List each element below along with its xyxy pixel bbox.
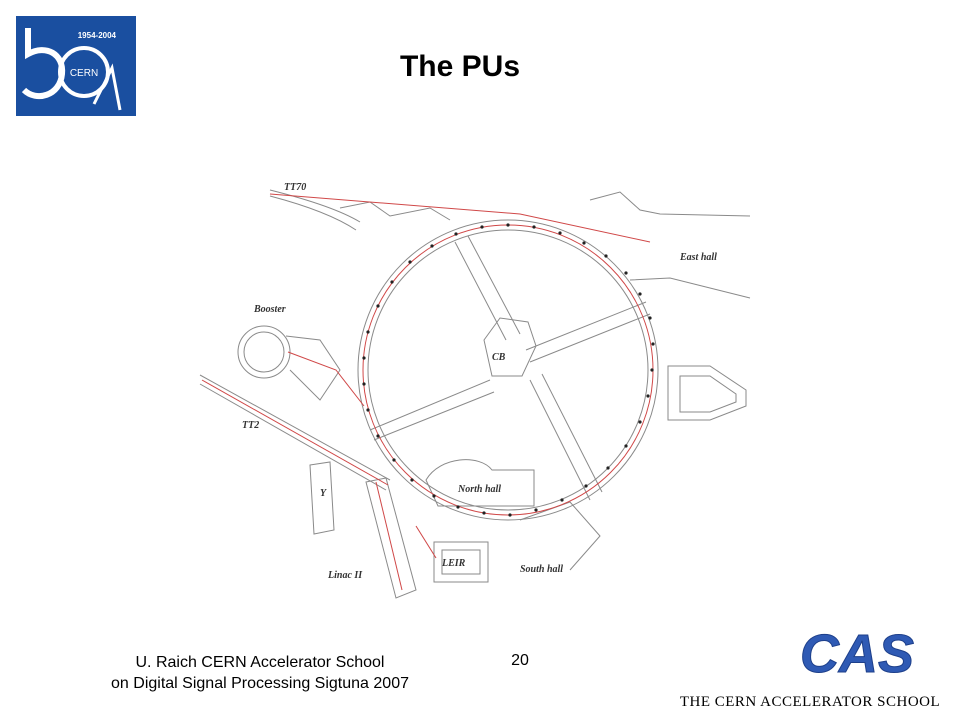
pu-marker — [410, 478, 414, 482]
pu-marker — [376, 434, 380, 438]
pu-marker — [560, 498, 564, 502]
ps-ring-outer — [357, 219, 659, 521]
footer-author: U. Raich CERN Accelerator School on Digi… — [70, 652, 450, 694]
cb-building — [483, 317, 537, 377]
pu-marker — [506, 223, 510, 227]
cross-wall-se-2 — [541, 373, 603, 493]
pu-marker — [480, 225, 484, 229]
tt2-beam — [201, 379, 389, 486]
pu-marker — [624, 271, 628, 275]
ps-beam-orbit — [362, 224, 654, 516]
pu-marker — [362, 382, 366, 386]
pu-marker — [376, 304, 380, 308]
ps-ring-inner — [367, 229, 649, 511]
pu-marker — [362, 356, 366, 360]
pu-marker — [558, 231, 562, 235]
label-tt2: TT2 — [242, 420, 259, 431]
tt2-line-a — [199, 374, 391, 481]
booster-ring-inner — [243, 331, 285, 373]
pu-marker — [430, 244, 434, 248]
cross-wall-nw-2 — [467, 235, 521, 335]
east-hall-top — [589, 191, 751, 217]
north-hall-building — [425, 459, 535, 507]
linac-beam — [375, 481, 403, 591]
pu-marker — [646, 394, 650, 398]
logo-cern-text: CERN — [70, 68, 98, 79]
logo-background — [16, 16, 136, 116]
cross-wall-sw — [369, 379, 491, 431]
booster-ring-outer — [237, 325, 291, 379]
label-south-hall: South hall — [520, 564, 563, 575]
logo-zero-ring — [58, 46, 110, 98]
pu-marker — [482, 511, 486, 515]
pu-marker — [638, 420, 642, 424]
pu-marker — [508, 513, 512, 517]
cas-logo: CAS — [785, 622, 930, 685]
cross-wall-sw-2 — [373, 391, 495, 441]
label-cb: CB — [492, 352, 506, 363]
east-junction-outer — [667, 365, 747, 421]
tt70-beam — [269, 193, 651, 243]
pu-marker — [604, 254, 608, 258]
cross-wall-se — [529, 379, 591, 501]
east-junction-inner — [679, 375, 737, 413]
pu-marker — [366, 330, 370, 334]
label-tt70: TT70 — [284, 182, 306, 193]
tt2-line-b — [199, 383, 387, 491]
label-north-hall: North hall — [457, 484, 501, 495]
east-hall-bottom — [629, 277, 751, 299]
tt70-line-b — [269, 195, 357, 231]
slide-title: The PUs — [399, 50, 521, 83]
cross-wall-nw — [454, 241, 507, 341]
booster-transfer — [285, 335, 341, 401]
pu-marker — [454, 232, 458, 236]
pu-marker — [392, 458, 396, 462]
label-y: Y — [320, 488, 327, 499]
cross-wall-ne-2 — [529, 313, 651, 363]
pu-marker — [624, 444, 628, 448]
tt70-line-a — [269, 189, 361, 223]
page-number: 20 — [511, 652, 529, 669]
pu-marker — [606, 466, 610, 470]
label-booster: Booster — [253, 304, 286, 315]
pu-marker — [648, 316, 652, 320]
label-east-hall: East hall — [679, 252, 717, 263]
pu-markers — [362, 223, 655, 517]
ps-complex-diagram: TT70 East hall Booster CB TT2 North hall… — [190, 170, 760, 610]
label-linac: Linac II — [327, 570, 363, 581]
cas-letters: CAS — [800, 624, 914, 682]
tt70-building — [339, 201, 451, 221]
pu-marker — [532, 225, 536, 229]
leir-building — [433, 541, 489, 583]
leir-inner — [441, 549, 481, 575]
logo-a-shape — [92, 63, 122, 111]
pu-marker — [456, 505, 460, 509]
footer-line-2: on Digital Signal Processing Sigtuna 200… — [111, 675, 409, 692]
pu-marker — [582, 241, 586, 245]
cross-wall-ne — [525, 301, 647, 351]
booster-beam — [287, 351, 365, 407]
pu-marker — [638, 292, 642, 296]
pu-marker — [584, 484, 588, 488]
pu-marker — [432, 494, 436, 498]
south-hall-building — [519, 501, 601, 571]
logo-years: 1954-2004 — [78, 31, 117, 40]
linac-building — [365, 477, 417, 599]
footer-line-1: U. Raich CERN Accelerator School — [135, 654, 385, 671]
label-leir: LEIR — [441, 558, 466, 569]
pu-marker — [650, 368, 654, 372]
pu-marker — [534, 508, 538, 512]
y-building — [309, 461, 335, 535]
leir-beam — [415, 525, 437, 559]
cern-50-logo: 1954-2004 CERN — [16, 16, 136, 116]
pu-marker — [366, 408, 370, 412]
cas-caption: THE CERN ACCELERATOR SCHOOL — [679, 694, 941, 710]
pu-marker — [651, 342, 655, 346]
pu-marker — [390, 280, 394, 284]
pu-marker — [408, 260, 412, 264]
